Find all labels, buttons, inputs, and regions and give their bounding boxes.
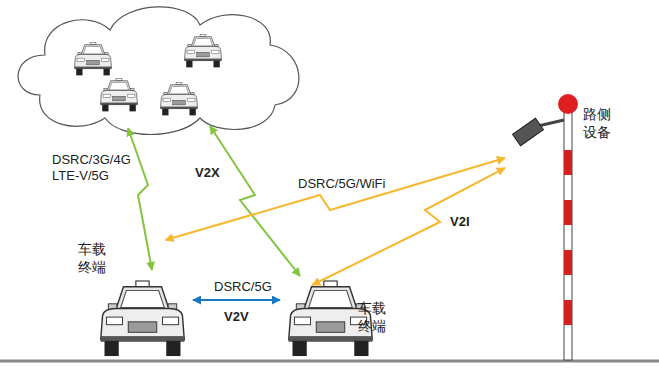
label-holder: V2V bbox=[222, 307, 251, 325]
device-group: 车载 终端 bbox=[280, 285, 395, 360]
cloud bbox=[18, 7, 299, 135]
pole-lamp bbox=[558, 94, 578, 114]
link-label: V2V bbox=[222, 309, 251, 325]
label-holder: V2I bbox=[448, 212, 472, 230]
antenna bbox=[513, 118, 544, 146]
terminal-label: 路侧 设备 bbox=[583, 105, 615, 141]
ground bbox=[0, 360, 659, 363]
v2x-link bbox=[128, 128, 152, 270]
terminal-label: 车载 终端 bbox=[358, 299, 390, 335]
link-label: DSRC/5G bbox=[212, 279, 274, 295]
pole-band bbox=[564, 200, 572, 225]
label-holder: DSRC/3G/4G LTE-V/5G bbox=[50, 152, 134, 185]
cloud-car bbox=[161, 82, 198, 115]
device-group: 车载 终端 bbox=[78, 240, 193, 360]
cloud-car bbox=[185, 34, 222, 67]
label-holder: 路侧 设备 bbox=[583, 105, 615, 141]
link-label: DSRC/5G/WiFi bbox=[296, 176, 387, 192]
label-holder: V2X bbox=[193, 163, 222, 181]
pole bbox=[564, 110, 572, 360]
label-holder: DSRC/5G bbox=[212, 277, 274, 295]
terminal-label: 车载 终端 bbox=[78, 240, 110, 276]
link-label: V2X bbox=[193, 165, 222, 181]
cloud-car bbox=[75, 42, 112, 75]
link-label: V2I bbox=[448, 214, 472, 230]
label-holder: 车载 终端 bbox=[78, 240, 110, 276]
v2x-link bbox=[210, 126, 300, 276]
wireless-link bbox=[193, 299, 280, 301]
cloud-car bbox=[101, 78, 138, 111]
wireless-link bbox=[165, 158, 505, 240]
label-holder: 车载 终端 bbox=[358, 299, 390, 335]
pole-band bbox=[564, 250, 572, 275]
pole-band bbox=[564, 150, 572, 175]
device-group: 路侧 设备 bbox=[505, 95, 620, 360]
antenna-bracket bbox=[538, 120, 564, 126]
pole-band bbox=[564, 300, 572, 325]
label-holder: DSRC/5G/WiFi bbox=[296, 174, 387, 192]
link-label: DSRC/3G/4G LTE-V/5G bbox=[50, 152, 134, 185]
vehicle bbox=[101, 281, 185, 356]
